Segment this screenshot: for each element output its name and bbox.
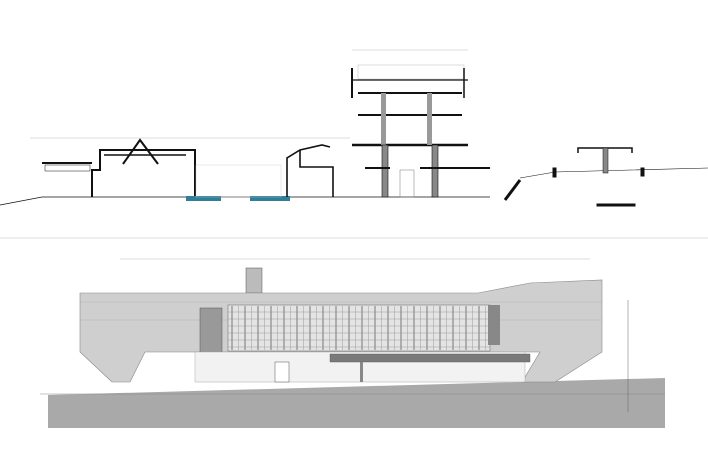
pyramid-skylight <box>122 138 159 165</box>
tower-roof-canopy <box>357 64 465 80</box>
pool-water-right <box>250 196 290 201</box>
cylindrical-tower <box>245 267 263 294</box>
pavilion-wall-stub <box>640 167 645 177</box>
wall-stub <box>552 167 557 178</box>
pavilion-column <box>602 147 609 174</box>
glazed-stair-panel <box>199 307 223 356</box>
canopy <box>329 353 531 363</box>
left-wing-beam <box>44 164 91 172</box>
service-core <box>488 305 500 345</box>
tower-stair <box>399 169 415 198</box>
building-elevation <box>40 258 665 428</box>
retaining-wall <box>503 179 522 201</box>
window-mullions <box>228 306 490 350</box>
pool-water-left <box>186 196 221 201</box>
tower-column-left <box>381 144 389 198</box>
canopy-column <box>360 362 363 382</box>
ground-line-right <box>519 167 708 179</box>
ground-line <box>0 196 490 206</box>
middle-building-facade <box>286 144 331 197</box>
tower-column-right <box>431 144 439 198</box>
tower-core-left <box>381 93 386 145</box>
hall-walls <box>91 149 196 197</box>
scale-bar <box>596 203 636 207</box>
building-section <box>0 49 708 207</box>
middle-building-walls <box>299 150 334 197</box>
ground-mass <box>48 378 665 428</box>
tower-core-right <box>427 93 432 145</box>
entrance-door <box>274 361 290 383</box>
courtyard-outline <box>195 164 282 198</box>
